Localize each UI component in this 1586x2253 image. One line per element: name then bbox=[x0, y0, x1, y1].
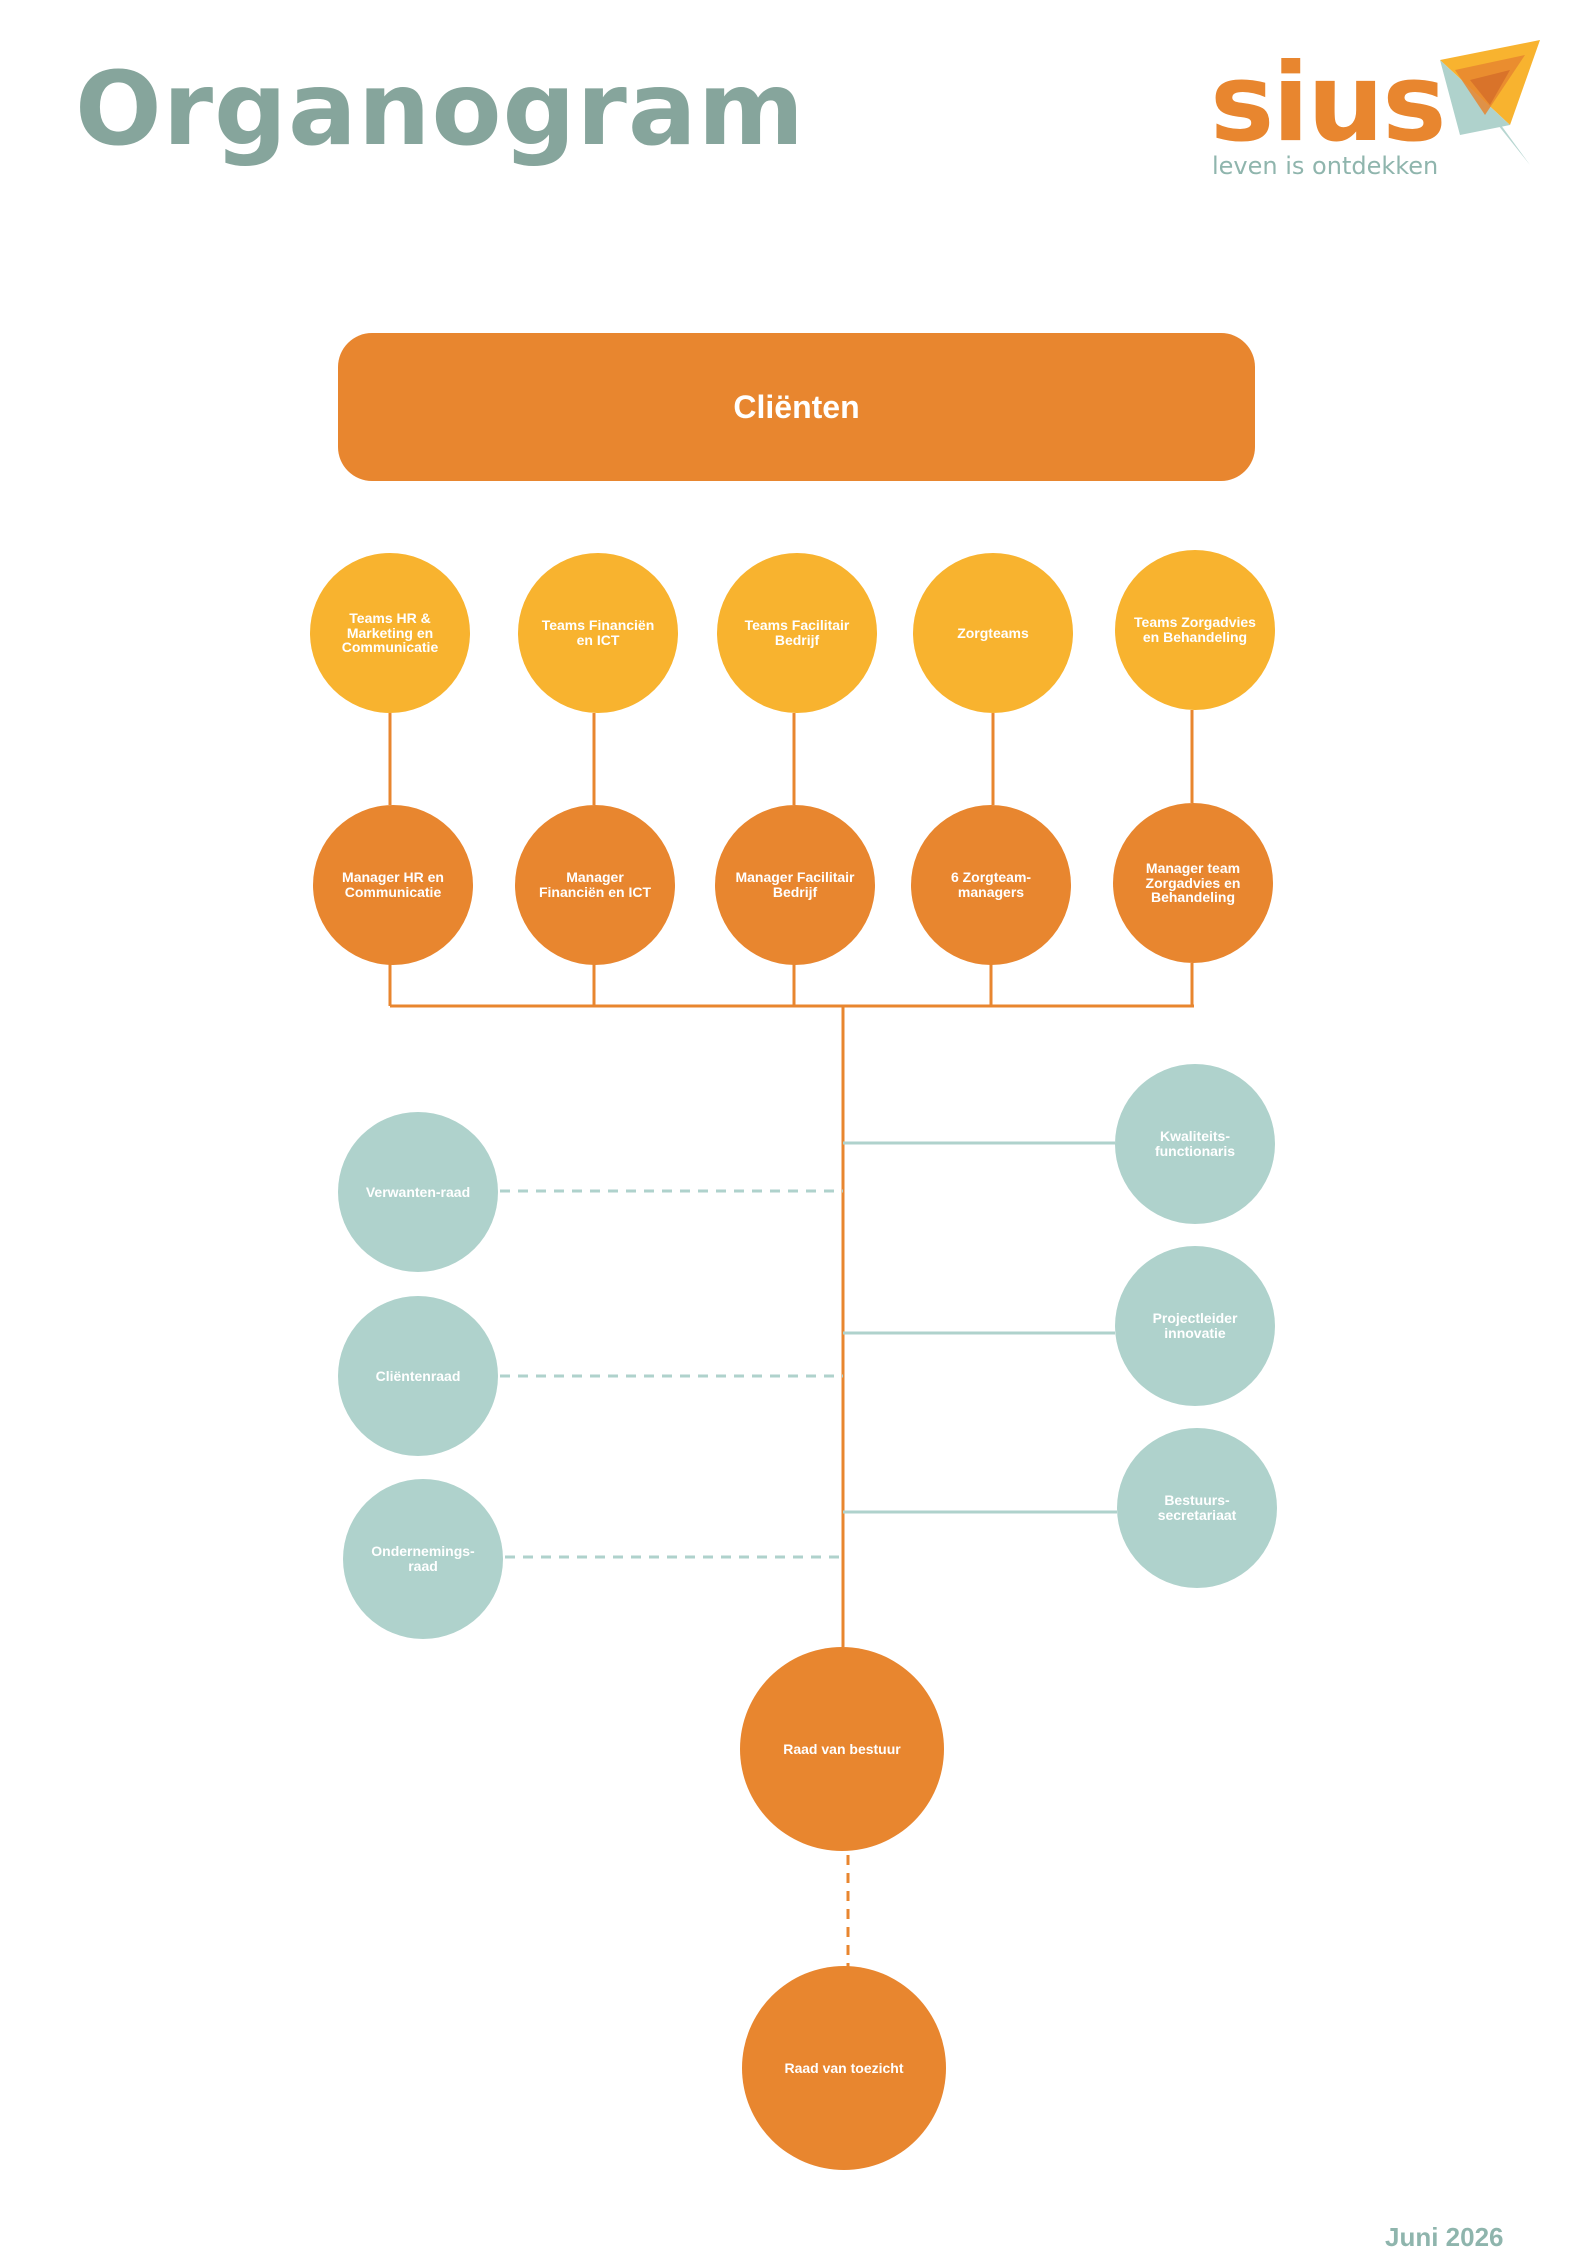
logo-wordmark: sius bbox=[1210, 41, 1446, 166]
staff-innovation: Projectleider innovatie bbox=[1115, 1246, 1275, 1406]
team-finance-ict: Teams Financiën en ICT bbox=[518, 553, 678, 713]
council-clients: Cliëntenraad bbox=[338, 1296, 498, 1456]
team-care: Zorgteams bbox=[913, 553, 1073, 713]
staff-quality: Kwaliteits-functionaris bbox=[1115, 1064, 1275, 1224]
page-title: Organogram bbox=[75, 50, 805, 169]
logo-tagline: leven is ontdekken bbox=[1212, 152, 1439, 180]
staff-board-secretariat: Bestuurs-secretariaat bbox=[1117, 1428, 1277, 1588]
manager-care-advice: Manager team Zorgadvies en Behandeling bbox=[1113, 803, 1273, 963]
council-works: Ondernemings-raad bbox=[343, 1479, 503, 1639]
manager-care-teams: 6 Zorgteam-managers bbox=[911, 805, 1071, 965]
team-care-advice: Teams Zorgadvies en Behandeling bbox=[1115, 550, 1275, 710]
logo-kite-icon bbox=[1440, 40, 1540, 165]
manager-facilities: Manager Facilitair Bedrijf bbox=[715, 805, 875, 965]
manager-finance: Manager Financiën en ICT bbox=[515, 805, 675, 965]
board-of-directors: Raad van bestuur bbox=[740, 1647, 944, 1851]
footer-date: Juni 2026 bbox=[1385, 2222, 1504, 2252]
team-hr-marketing: Teams HR & Marketing en Communicatie bbox=[310, 553, 470, 713]
manager-hr: Manager HR en Communicatie bbox=[313, 805, 473, 965]
team-facilities: Teams Facilitair Bedrijf bbox=[717, 553, 877, 713]
council-relatives: Verwanten-raad bbox=[338, 1112, 498, 1272]
supervisory-board: Raad van toezicht bbox=[742, 1966, 946, 2170]
clients-bar: Cliënten bbox=[338, 333, 1255, 481]
